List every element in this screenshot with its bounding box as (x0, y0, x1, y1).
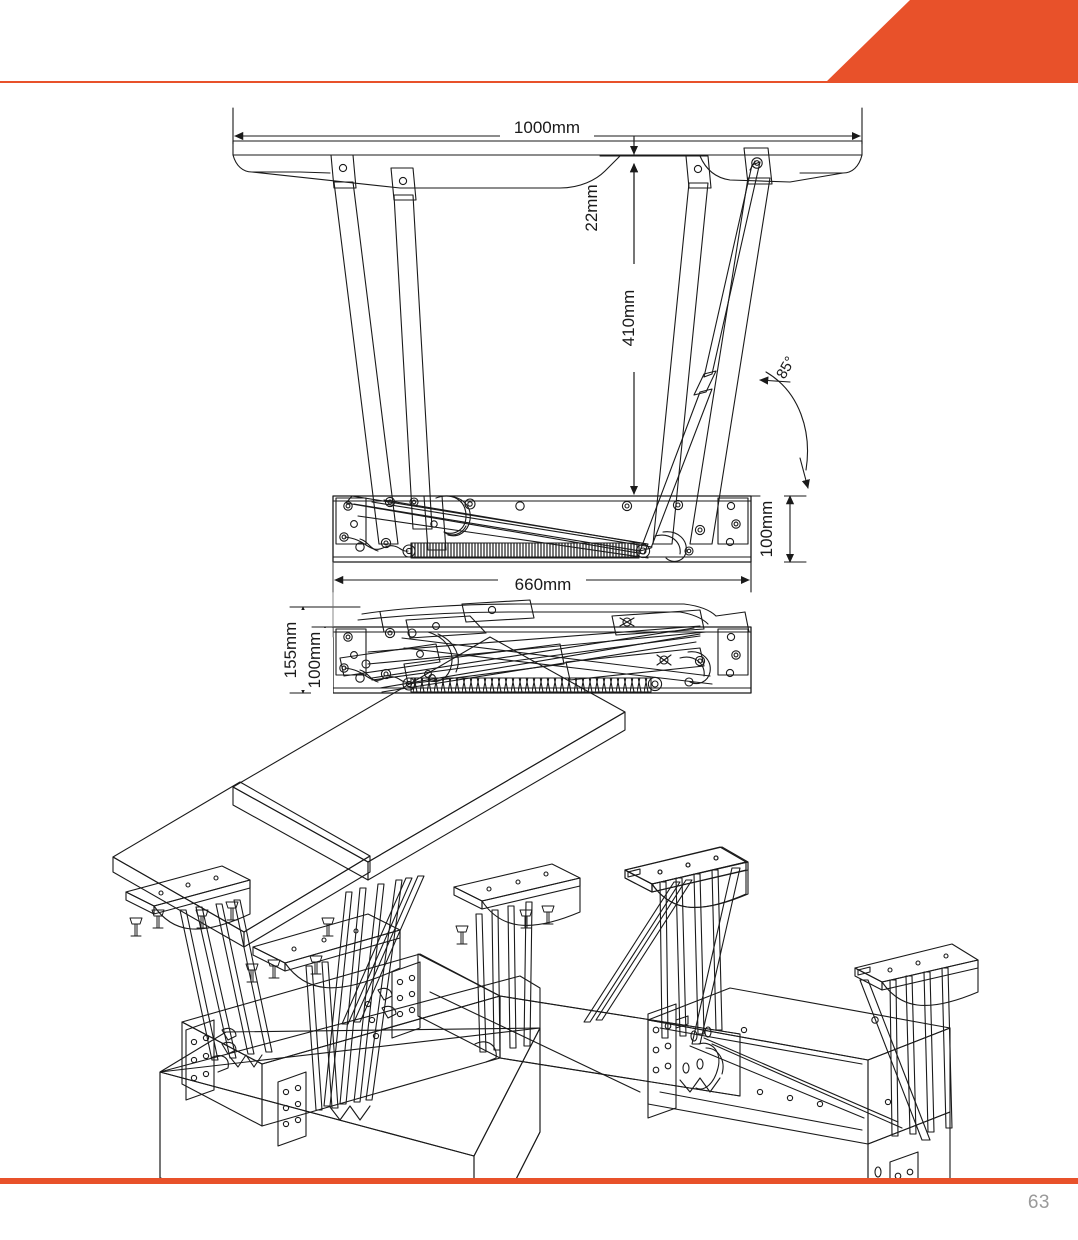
iso2-diagonal-ties (689, 1037, 903, 1129)
dimension-label-frame-height-open: 100mm (757, 501, 776, 558)
dimension-frame-height-open: 100mm (757, 494, 807, 566)
screw (267, 959, 281, 979)
screw (541, 905, 555, 925)
header-accent-shape (825, 0, 1078, 83)
dimension-label-width-total: 1000mm (514, 118, 580, 137)
screw (225, 901, 239, 921)
iso-leg-struts-middle (305, 879, 403, 1111)
dimension-label-closed-overall: 155mm (281, 622, 300, 679)
screw (309, 955, 323, 975)
iso-mounting-plate-right-rear (453, 863, 581, 926)
dimension-width-total: 1000mm (232, 107, 863, 145)
folded-top-panel (357, 603, 750, 633)
toothed-spring-pack-open (344, 531, 687, 562)
screw (195, 909, 209, 929)
screw (129, 917, 143, 937)
iso2-end-plate-left (647, 1003, 724, 1119)
iso2-struts-right (859, 967, 953, 1141)
dimension-label-closed-frame: 100mm (305, 632, 324, 689)
view-side-elevation-closed: 155mm 100mm (281, 561, 752, 694)
dimension-closed-overall: 155mm (281, 606, 361, 694)
iso-fixing-screws (129, 901, 555, 983)
right-leg-assembly (652, 147, 773, 545)
page-number: 63 (1027, 1192, 1050, 1213)
view-isometric-exploded-assembly (112, 636, 747, 1178)
iso2-main-rail (647, 987, 951, 1145)
iso-cabinet-box (159, 975, 541, 1178)
view-side-elevation-open: 1000mm 22mm 410mm (232, 107, 863, 594)
technical-drawing-canvas: 1000mm 22mm 410mm (0, 92, 1078, 1178)
dimension-label-top-thickness: 22mm (582, 184, 601, 231)
view-isometric-mechanism (624, 846, 979, 1178)
dimension-opening-angle: 85° (759, 354, 810, 489)
iso2-plate-right (854, 943, 979, 1006)
screw (151, 909, 165, 929)
header-banner (0, 0, 1078, 92)
dimension-closed-frame: 100mm (305, 626, 361, 694)
header-divider-rule (0, 81, 1078, 83)
dimension-top-thickness: 22mm (582, 135, 649, 232)
iso-frame-end-plate-mid (277, 1071, 307, 1147)
toothed-spring-pack-closed (344, 667, 663, 693)
dimension-label-frame-length: 660mm (515, 575, 572, 594)
screw (245, 963, 259, 983)
screw (321, 917, 335, 937)
screw (519, 909, 533, 929)
iso-gas-strut-rods (341, 875, 693, 1025)
iso-main-table-top (232, 636, 626, 881)
left-leg-assembly (330, 154, 433, 545)
iso-lift-leaf (112, 781, 371, 948)
iso-release-zigzag-front (329, 1105, 371, 1121)
screw (455, 925, 469, 945)
iso-frame-end-plate-right (391, 961, 421, 1039)
gas-strut (639, 160, 761, 552)
dimension-frame-length: 660mm (332, 561, 752, 594)
dimension-label-lift-height: 410mm (619, 290, 638, 347)
footer-divider-rule (0, 1178, 1078, 1184)
dimension-lift-height: 410mm (599, 163, 761, 497)
iso-pins-and-fittings (210, 987, 497, 1073)
iso-mounting-plate-left-rear (125, 865, 251, 930)
iso2-plate-left (624, 846, 749, 908)
iso2-end-plate-right (867, 1111, 951, 1178)
dimension-label-opening-angle: 85° (773, 354, 799, 382)
